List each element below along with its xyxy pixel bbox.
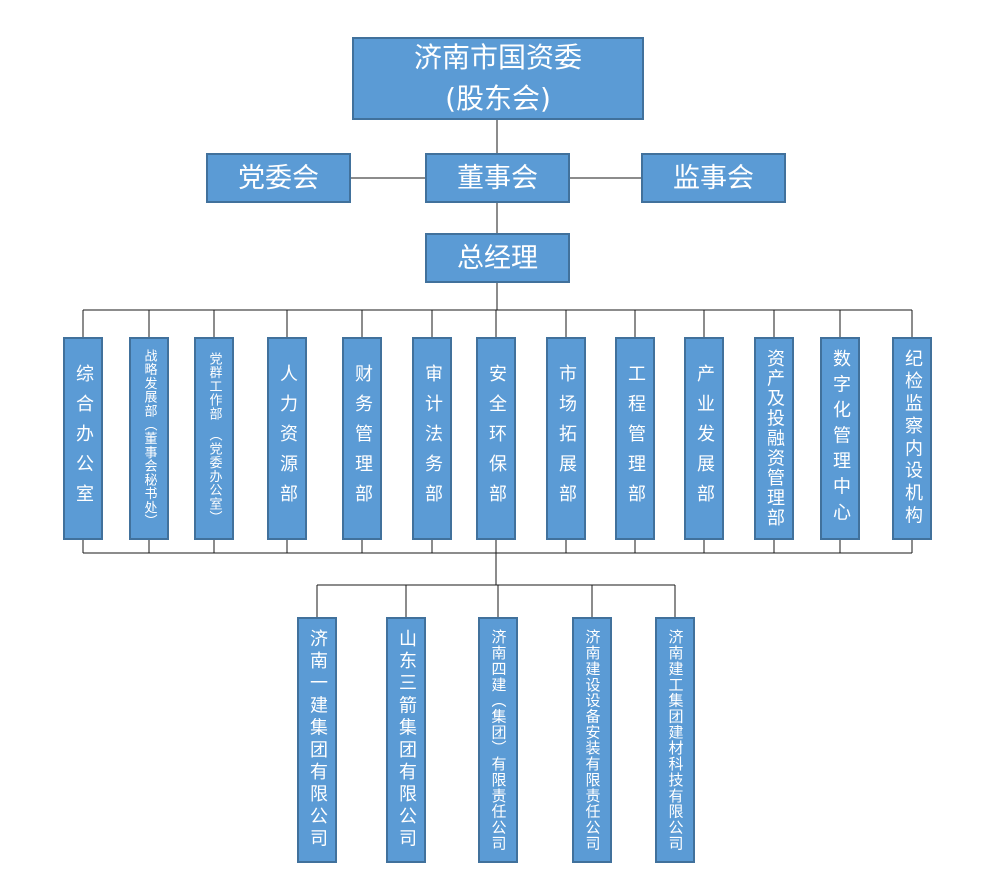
node-label: 董事会 — [457, 162, 538, 194]
node-general-manager: 总经理 — [425, 233, 570, 283]
node-jinan-sasac: 济南市国资委 (股东会) — [352, 37, 644, 120]
node-label: 工程管理部 — [625, 363, 646, 514]
node-label: 市场拓展部 — [556, 363, 577, 514]
node-department-5: 财务管理部 — [342, 337, 382, 540]
node-label: 安全环保部 — [486, 363, 507, 514]
node-label: 济南建工集团建材科技有限公司 — [666, 629, 685, 851]
node-label: 资产及投融资管理部 — [764, 349, 785, 528]
node-label: 产业发展部 — [694, 363, 715, 514]
node-department-1: 综合办公室 — [63, 337, 103, 540]
node-label: 济南一建集团有限公司 — [307, 629, 328, 851]
node-subsidiary-5: 济南建工集团建材科技有限公司 — [655, 617, 695, 863]
node-label: 财务管理部 — [352, 363, 373, 514]
node-department-7: 安全环保部 — [476, 337, 516, 540]
node-label: 监事会 — [673, 162, 754, 194]
node-label: 济南四建（集团）有限责任公司 — [489, 629, 508, 851]
node-supervisory-board: 监事会 — [641, 153, 786, 203]
node-subsidiary-3: 济南四建（集团）有限责任公司 — [478, 617, 518, 863]
node-department-4: 人力资源部 — [267, 337, 307, 540]
node-label: 战略发展部（董事会秘书处） — [141, 349, 157, 528]
node-subsidiary-2: 山东三箭集团有限公司 — [386, 617, 426, 863]
node-label: 山东三箭集团有限公司 — [396, 629, 417, 851]
node-department-3: 党群工作部 （党委办公室） — [194, 337, 234, 540]
node-label: 党委会 — [238, 162, 319, 194]
node-label: 纪检监察内设机构 — [902, 349, 923, 528]
node-label: 人力资源部 — [277, 363, 298, 514]
node-department-13: 纪检监察内设机构 — [892, 337, 932, 540]
node-department-2: 战略发展部（董事会秘书处） — [129, 337, 169, 540]
node-department-6: 审计法务部 — [412, 337, 452, 540]
node-label: 总经理 — [457, 242, 538, 274]
node-label: 党群工作部 （党委办公室） — [206, 352, 222, 525]
node-department-11: 资产及投融资管理部 — [754, 337, 794, 540]
node-board-of-directors: 董事会 — [425, 153, 570, 203]
node-party-committee: 党委会 — [206, 153, 351, 203]
node-label: 济南建设设备安装有限责任公司 — [583, 629, 602, 851]
node-department-10: 产业发展部 — [684, 337, 724, 540]
node-label: 综合办公室 — [73, 363, 94, 514]
node-subsidiary-4: 济南建设设备安装有限责任公司 — [572, 617, 612, 863]
node-department-8: 市场拓展部 — [546, 337, 586, 540]
node-department-9: 工程管理部 — [615, 337, 655, 540]
node-department-12: 数字化管理中心 — [820, 337, 860, 540]
node-label: 济南市国资委 (股东会) — [413, 40, 582, 115]
node-label: 数字化管理中心 — [830, 349, 851, 528]
node-label: 审计法务部 — [422, 363, 443, 514]
node-subsidiary-1: 济南一建集团有限公司 — [297, 617, 337, 863]
